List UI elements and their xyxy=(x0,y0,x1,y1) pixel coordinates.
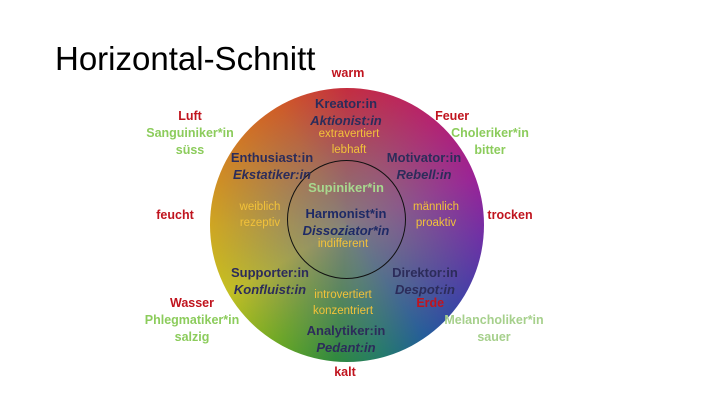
center-temperament: Supiniker*in xyxy=(308,180,384,195)
inner-circle xyxy=(287,160,406,279)
slide-title: Horizontal-Schnitt xyxy=(55,40,316,77)
center-trait: indifferent xyxy=(317,238,369,250)
element-luft: Luft Sanguiniker*in süss xyxy=(146,109,234,157)
element-wasser: Wasser Phlegmatiker*in salzig xyxy=(144,296,240,344)
axis-kalt: kalt xyxy=(334,365,356,379)
axis-warm: warm xyxy=(331,66,365,80)
axis-feucht: feucht xyxy=(156,208,194,222)
axis-trocken: trocken xyxy=(487,208,533,222)
element-feuer: Feuer Choleriker*in bitter xyxy=(435,109,529,157)
element-erde: Erde Melancholiker*in sauer xyxy=(416,296,544,344)
